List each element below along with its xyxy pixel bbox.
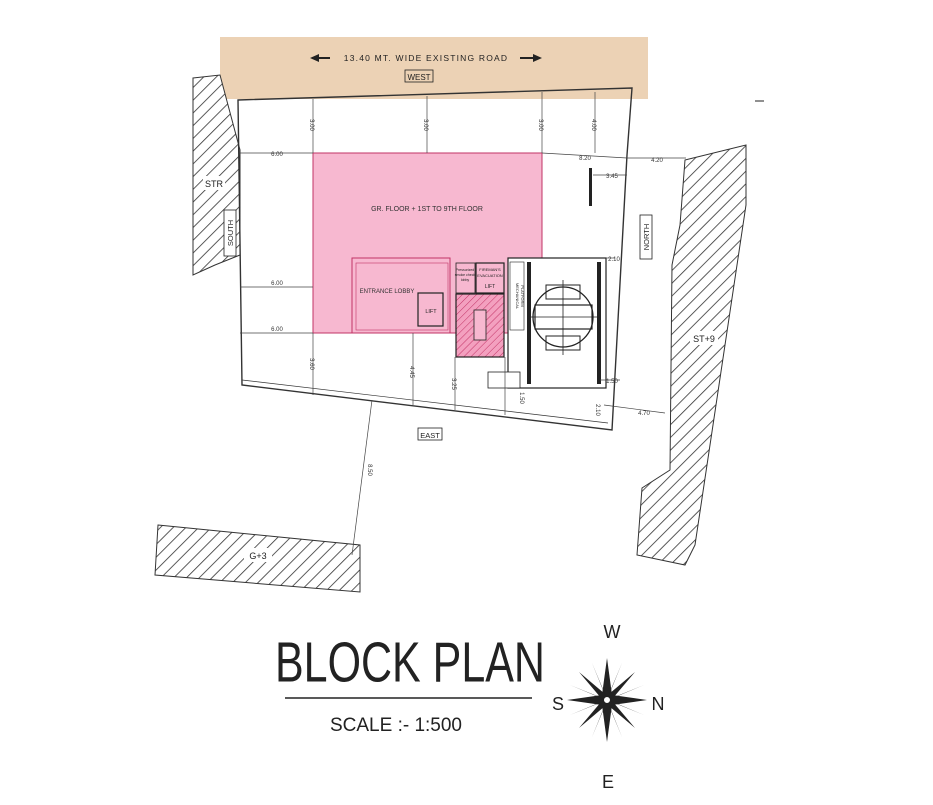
firemans-lift-label: LIFT <box>485 284 495 290</box>
west-label: WEST <box>407 73 430 82</box>
east-label: EAST <box>420 431 440 440</box>
block-plan-title: BLOCK PLAN <box>275 630 545 694</box>
firemans-label-2: EVACUATION <box>477 273 503 278</box>
platform-label-strip <box>509 261 525 331</box>
platform-post-2 <box>597 262 601 384</box>
dim-300c: 3.00 <box>537 119 543 131</box>
compass-rose <box>567 658 647 742</box>
south-label: SOUTH <box>226 220 235 246</box>
pressurized-label-1: Pressurized <box>456 268 475 272</box>
dim-210b: 2.10 <box>594 404 600 416</box>
platform-label-2: PLATFORM <box>520 285 525 306</box>
dimension-lines <box>240 92 686 556</box>
entrance-lobby-label: ENTRANCE LOBBY <box>360 289 415 295</box>
dim-150b: 1.50 <box>606 379 618 385</box>
str-label: STR <box>205 179 224 189</box>
dim-300a: 3.00 <box>308 119 314 131</box>
dim-820: 8.20 <box>579 156 591 162</box>
plot-boundary <box>237 87 633 431</box>
road-label: 13.40 MT. WIDE EXISTING ROAD <box>344 53 508 63</box>
compass-e: E <box>602 772 614 792</box>
east-label-box <box>417 427 443 441</box>
main-building-label: GR. FLOOR + 1ST TO 9TH FLOOR <box>371 206 483 213</box>
road-arrow-right-head <box>533 54 542 62</box>
scale-label: SCALE :- 1:500 <box>330 715 462 736</box>
dim-400: 4.00 <box>590 119 596 131</box>
st9-label-bg <box>690 331 718 345</box>
dim-300b: 3.00 <box>422 119 428 131</box>
platform-post-1 <box>527 262 531 384</box>
dim-420: 4.20 <box>651 158 663 164</box>
north-label-box <box>639 214 653 260</box>
g3-label: G+3 <box>249 551 266 561</box>
firemans-label-1: FIREMAN'S <box>479 267 501 272</box>
pressurized-label-3: lobby <box>461 278 470 282</box>
platform-label-1: MECHANICAL <box>515 283 520 310</box>
firemans-lift-box <box>475 262 505 294</box>
dim-600a: 6.00 <box>271 152 283 158</box>
lift-label: LIFT <box>425 309 437 315</box>
platform-ramp <box>487 371 521 389</box>
dim-850: 8.50 <box>366 464 372 476</box>
north-dim-marker <box>589 168 592 206</box>
pressurized-lobby <box>455 262 476 294</box>
lift-box <box>417 292 444 327</box>
stair-core <box>473 309 487 341</box>
dim-150a: 1.50 <box>518 392 524 404</box>
west-label-box <box>404 69 434 83</box>
st9-label: ST+9 <box>693 334 715 344</box>
platform-zone <box>507 257 607 389</box>
dim-600b: 6.00 <box>271 281 283 287</box>
south-label-box <box>223 209 237 257</box>
north-label: NORTH <box>642 224 651 251</box>
dim-600c: 6.00 <box>271 327 283 333</box>
dim-360: 3.60 <box>308 358 314 370</box>
dim-470: 4.70 <box>638 411 650 417</box>
road-arrow-left-head <box>310 54 319 62</box>
dim-345: 3.45 <box>606 174 618 180</box>
dim-445: 4.45 <box>408 366 414 378</box>
plot-inner-line <box>241 379 609 424</box>
entrance-lobby-inner <box>355 262 449 331</box>
dim-325: 3.25 <box>450 378 456 390</box>
pressurized-label-2: smoke check <box>455 273 476 277</box>
compass-w: W <box>604 622 621 642</box>
dim-210a: 2.10 <box>608 257 620 263</box>
g3-label-bg <box>244 548 272 562</box>
existing-road <box>220 37 648 99</box>
compass-s: S <box>552 694 564 714</box>
str-label-bg <box>203 176 225 190</box>
compass-n: N <box>652 694 665 714</box>
neighbour-plot-st9 <box>636 144 747 566</box>
